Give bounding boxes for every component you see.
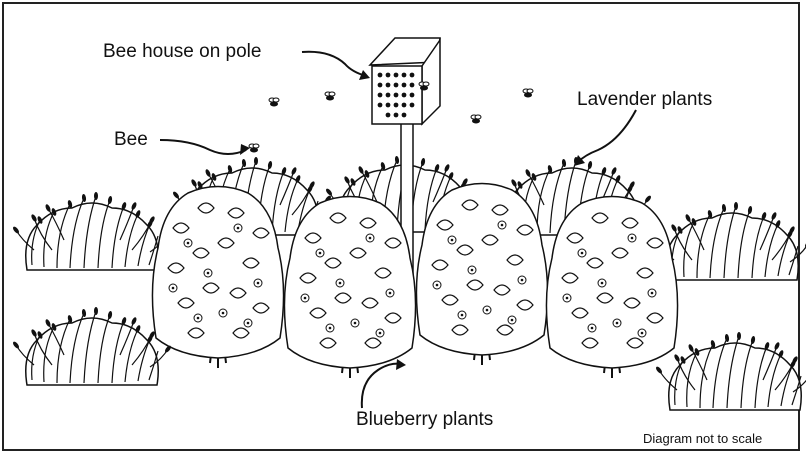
lavender-plant-icon [655, 332, 806, 410]
label-blueberry-plants: Blueberry plants [356, 410, 493, 429]
lavender-plant-icon [12, 307, 172, 385]
bee-icon [249, 144, 259, 153]
blueberry-plant-icon [284, 197, 415, 379]
scale-note: Diagram not to scale [643, 432, 762, 445]
lavender-plant-icon [12, 192, 172, 270]
blueberry-plant-icon [152, 187, 283, 369]
bee-icon [523, 89, 533, 98]
bee-icon [325, 92, 335, 101]
bee-icon [471, 115, 481, 124]
lavender-plant-icon [652, 202, 806, 280]
blueberry-plant-icon [546, 197, 677, 379]
label-lavender-plants: Lavender plants [577, 90, 712, 109]
bee-icon [269, 98, 279, 107]
label-bee-house: Bee house on pole [103, 42, 261, 61]
blueberry-plant-icon [416, 184, 547, 366]
label-bee: Bee [114, 130, 148, 149]
